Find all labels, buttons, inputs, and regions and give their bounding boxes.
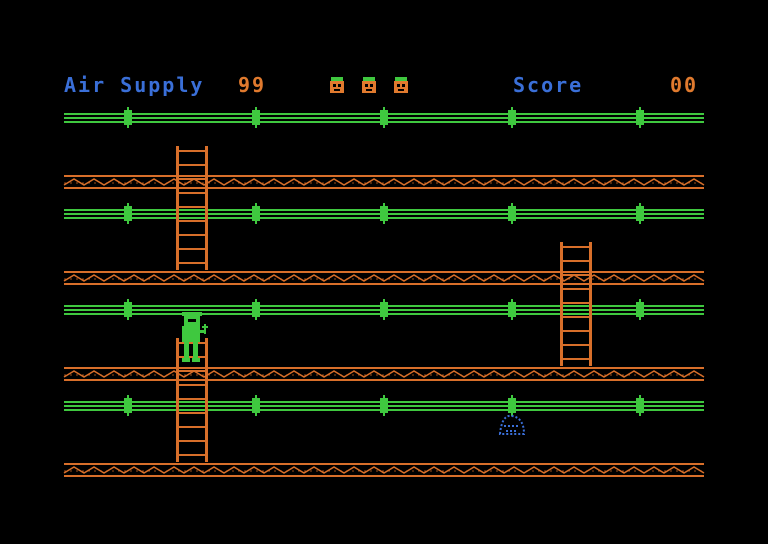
diver-player-icon [182,312,208,362]
score-label: Score [513,73,584,97]
pipes [64,107,704,416]
ladder [560,242,592,366]
ladder [176,146,208,270]
pipe-joint [508,299,516,320]
score-value: 00 [670,73,699,97]
pipe-joint [636,107,644,128]
pipe [64,107,704,128]
girders [63,175,705,477]
miner-head-icon [362,77,376,93]
pipe-joint [380,107,388,128]
pipe [64,395,704,416]
blue-blob-icon [498,414,526,435]
ladders [176,146,592,462]
miner-head-icon [330,77,344,93]
pipe-joint [380,395,388,416]
pipe-joint [636,395,644,416]
girder [63,175,705,189]
girder [63,463,705,477]
pipe-joint [508,203,516,224]
pipe [64,299,704,320]
pipe-joint [124,203,132,224]
girder [63,367,705,381]
pipe-joint [508,107,516,128]
air-supply-value: 99 [238,73,267,97]
air-supply-label: Air Supply [64,73,205,97]
girder [63,271,705,285]
pipe-joint [124,299,132,320]
pipe-joint [252,299,260,320]
lives-remaining [330,77,408,93]
pipe-joint [508,395,516,416]
pipe-joint [380,203,388,224]
pipe-joint [636,299,644,320]
miner-head-icon [394,77,408,93]
pipe-joint [252,395,260,416]
pipe-joint [252,203,260,224]
ladder [176,338,208,462]
pipe [64,203,704,224]
pipe-joint [636,203,644,224]
pipe-joint [124,395,132,416]
pipe-joint [124,107,132,128]
pipe-joint [252,107,260,128]
pipe-joint [380,299,388,320]
